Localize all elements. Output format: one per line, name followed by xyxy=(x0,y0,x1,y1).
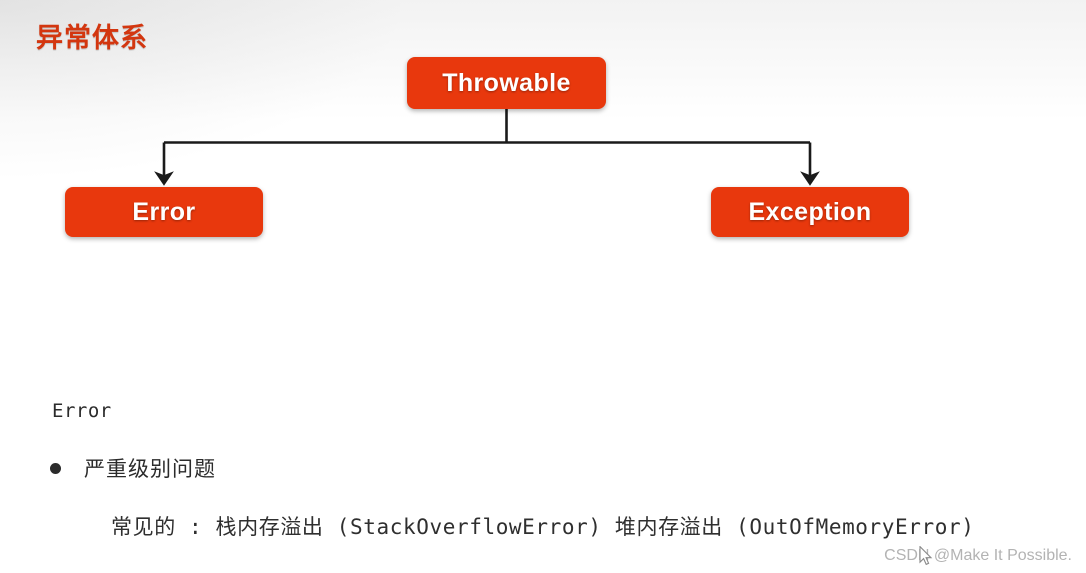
watermark-text: CSDN @Make It Possible. xyxy=(884,547,1072,564)
node-exception[interactable]: Exception xyxy=(711,187,909,237)
notes-bullet-item: 严重级别问题 xyxy=(50,453,216,483)
node-error[interactable]: Error xyxy=(65,187,263,237)
bullet-dot-icon xyxy=(50,462,61,474)
node-throwable-label: Throwable xyxy=(442,68,571,97)
page-title: 异常体系 xyxy=(36,23,148,53)
mouse-pointer-icon xyxy=(919,546,933,566)
notes-bullet-text: 严重级别问题 xyxy=(84,457,216,481)
node-error-label: Error xyxy=(132,197,196,226)
node-throwable[interactable]: Throwable xyxy=(407,57,606,109)
notes-heading: Error xyxy=(52,400,112,422)
node-exception-label: Exception xyxy=(748,197,872,226)
notes-bullet-detail: 常见的 : 栈内存溢出 (StackOverflowError) 堆内存溢出 (… xyxy=(111,515,975,539)
